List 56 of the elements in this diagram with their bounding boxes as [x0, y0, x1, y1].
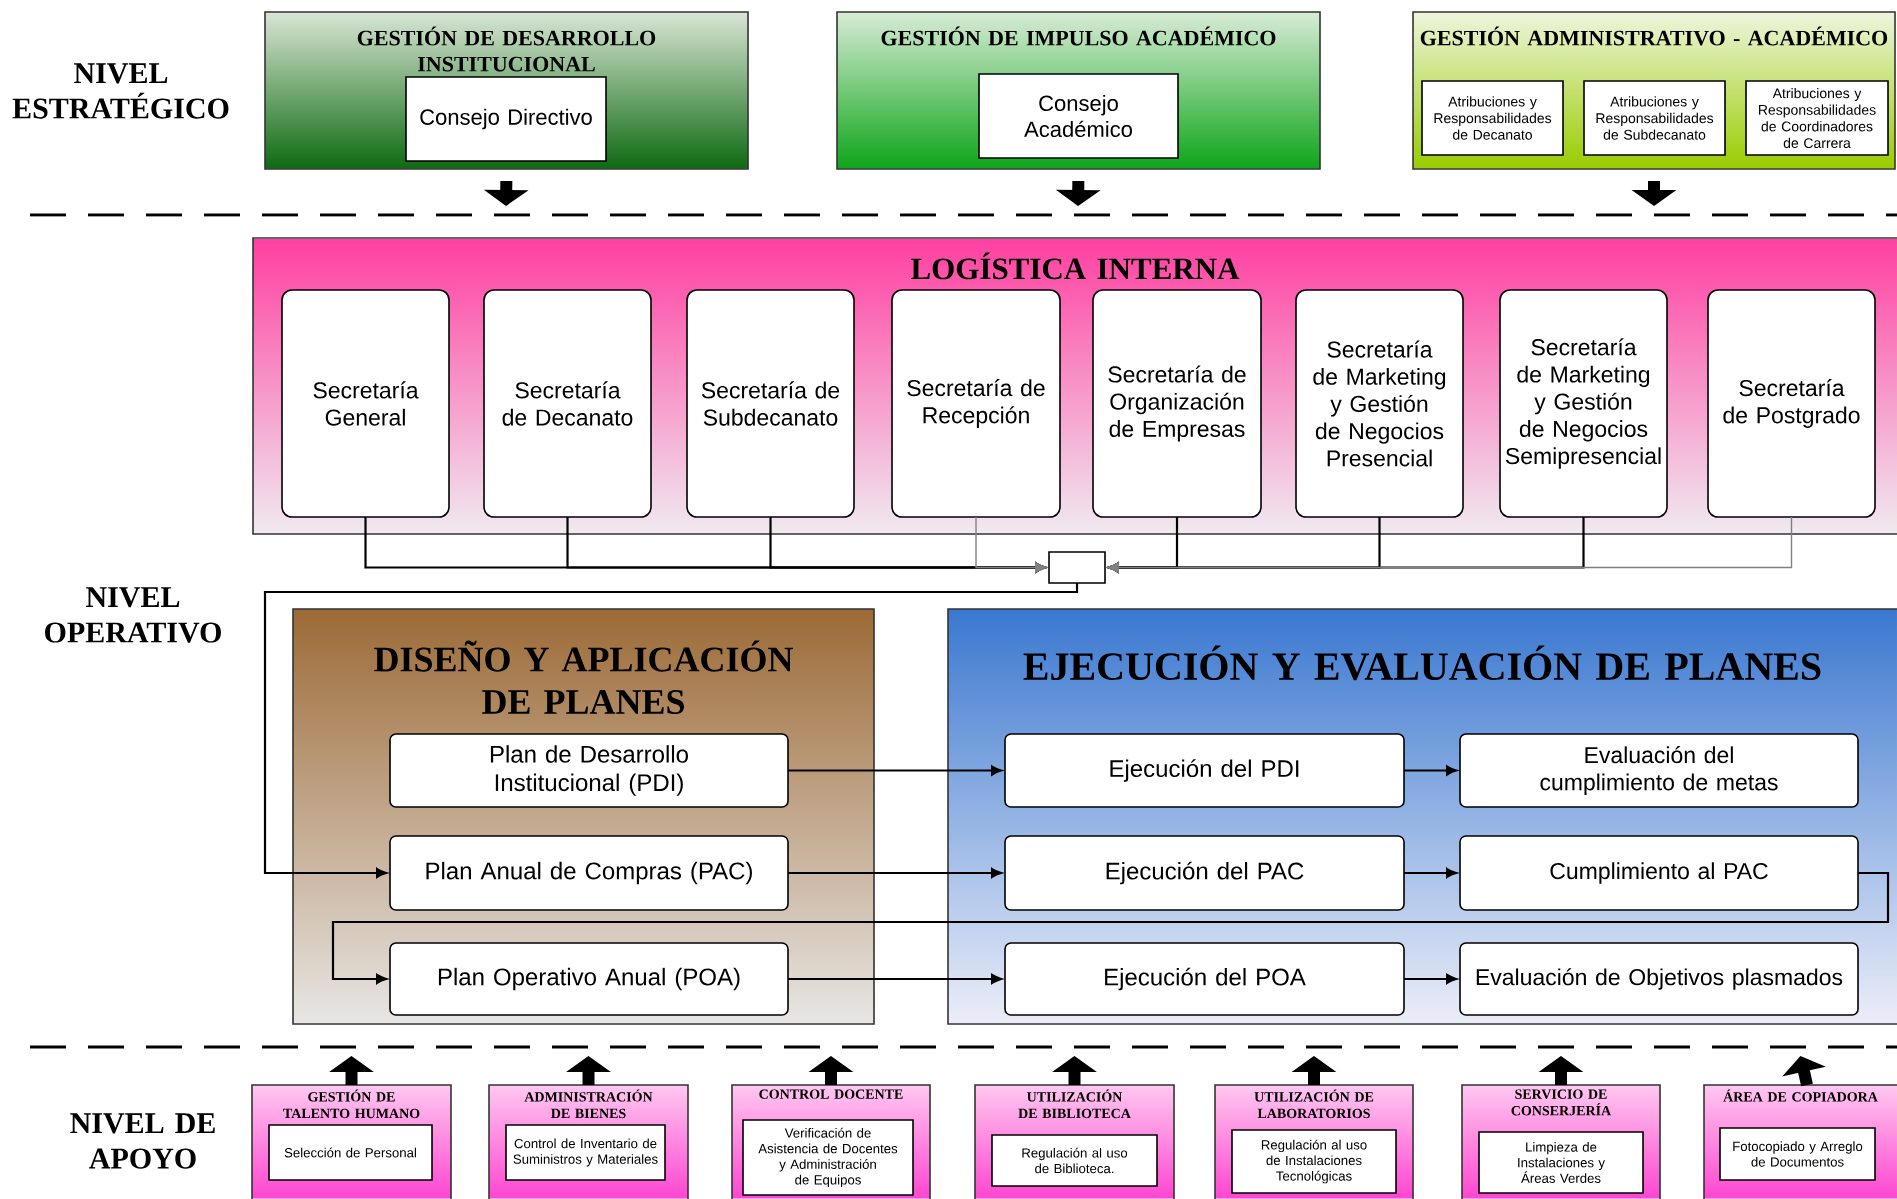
panel-title: GESTIÓN DE TALENTO HUMANO	[283, 1089, 420, 1119]
text-box: Regulación al uso de Instalaciones Tecnológicas	[1231, 1129, 1397, 1194]
panel-title: DISEÑO Y APLICACIÓN DE PLANES	[374, 640, 793, 715]
panel-title: GESTIÓN DE DESARROLLO INSTITUCIONAL	[357, 26, 656, 72]
rounded-box: Evaluación del cumplimiento de metas	[1459, 733, 1859, 808]
text-box: Atribuciones y Responsabilidades de Coordinadores de Carrera	[1745, 80, 1889, 156]
rounded-box: Secretaría de Marketing y Gestión de Negocios Semipresencial	[1499, 289, 1668, 518]
level-label: NIVEL ESTRATÉGICO	[12, 63, 229, 119]
rounded-box: Evaluación de Objetivos plasmados	[1459, 942, 1859, 1016]
panel-title: ADMINISTRACIÓN DE BIENES	[524, 1089, 653, 1119]
arrow	[975, 516, 1048, 573]
text-box: Verificación de Asistencia de Docentes y Administración de Equipos	[742, 1119, 914, 1196]
panel-title: ÁREA DE COPIADORA	[1723, 1089, 1878, 1102]
arrow	[1404, 867, 1458, 879]
arrow	[1106, 516, 1793, 573]
arrow	[263, 582, 1079, 879]
rounded-box: Ejecución del PDI	[1004, 733, 1405, 808]
rounded-box: Plan de Desarrollo Institucional (PDI)	[389, 733, 789, 808]
text-box: Selección de Personal	[268, 1124, 433, 1181]
text-box: Consejo Directivo	[405, 76, 607, 162]
arrow	[788, 765, 1003, 776]
panel-title: CONTROL DOCENTE	[759, 1089, 903, 1099]
rounded-box: Plan Operativo Anual (POA)	[389, 942, 789, 1016]
text-box: Fotocopiado y Arreglo de Documentos	[1719, 1127, 1876, 1181]
text-box: Atribuciones y Responsabilidades de Decanato	[1421, 80, 1564, 156]
rounded-box: Secretaría de Organización de Empresas	[1092, 289, 1262, 518]
level-label: NIVEL OPERATIVO	[45, 587, 221, 643]
rounded-box: Ejecución del POA	[1004, 942, 1405, 1016]
panel-title: GESTIÓN ADMINISTRATIVO - ACADÉMICO	[1420, 26, 1888, 46]
panel-title: UTILIZACIÓN DE LABORATORIOS	[1254, 1089, 1374, 1119]
arrow	[331, 871, 1890, 985]
rounded-box: Plan Anual de Compras (PAC)	[389, 835, 789, 911]
panel-title: SERVICIO DE CONSERJERÍA	[1511, 1089, 1612, 1116]
text-box: Consejo Académico	[978, 73, 1179, 159]
arrow	[788, 867, 1003, 879]
text-box: Limpieza de Instalaciones y Áreas Verdes	[1478, 1131, 1644, 1194]
rounded-box: Secretaría de Decanato	[483, 289, 652, 518]
rounded-box: Secretaría de Postgrado	[1707, 289, 1876, 518]
text-box: Control de Inventario de Suministros y Materiales	[505, 1124, 666, 1181]
rounded-box: Ejecución del PAC	[1004, 835, 1405, 911]
panel-title: LOGÍSTICA INTERNA	[911, 252, 1240, 280]
level-label: NIVEL DE APOYO	[70, 1113, 215, 1169]
rounded-box: Secretaría de Subdecanato	[686, 289, 855, 518]
text-box: Regulación al uso de Biblioteca.	[991, 1134, 1158, 1187]
arrow	[788, 973, 1003, 985]
arrow	[1404, 765, 1458, 776]
panel-title: UTILIZACIÓN DE BIBLIOTECA	[1018, 1089, 1131, 1119]
rounded-box: Secretaría de Recepción	[891, 289, 1061, 518]
rounded-box: Cumplimiento al PAC	[1459, 835, 1859, 911]
junction-box	[1048, 551, 1106, 584]
text-box: Atribuciones y Responsabilidades de Subdecanato	[1583, 80, 1726, 156]
panel-title: GESTIÓN DE IMPULSO ACADÉMICO	[881, 26, 1276, 46]
rounded-box: Secretaría General	[281, 289, 450, 518]
arrow	[1404, 973, 1458, 985]
rounded-box: Secretaría de Marketing y Gestión de Negocios Presencial	[1295, 289, 1464, 518]
panel-title: EJECUCIÓN Y EVALUACIÓN DE PLANES	[1023, 645, 1821, 681]
